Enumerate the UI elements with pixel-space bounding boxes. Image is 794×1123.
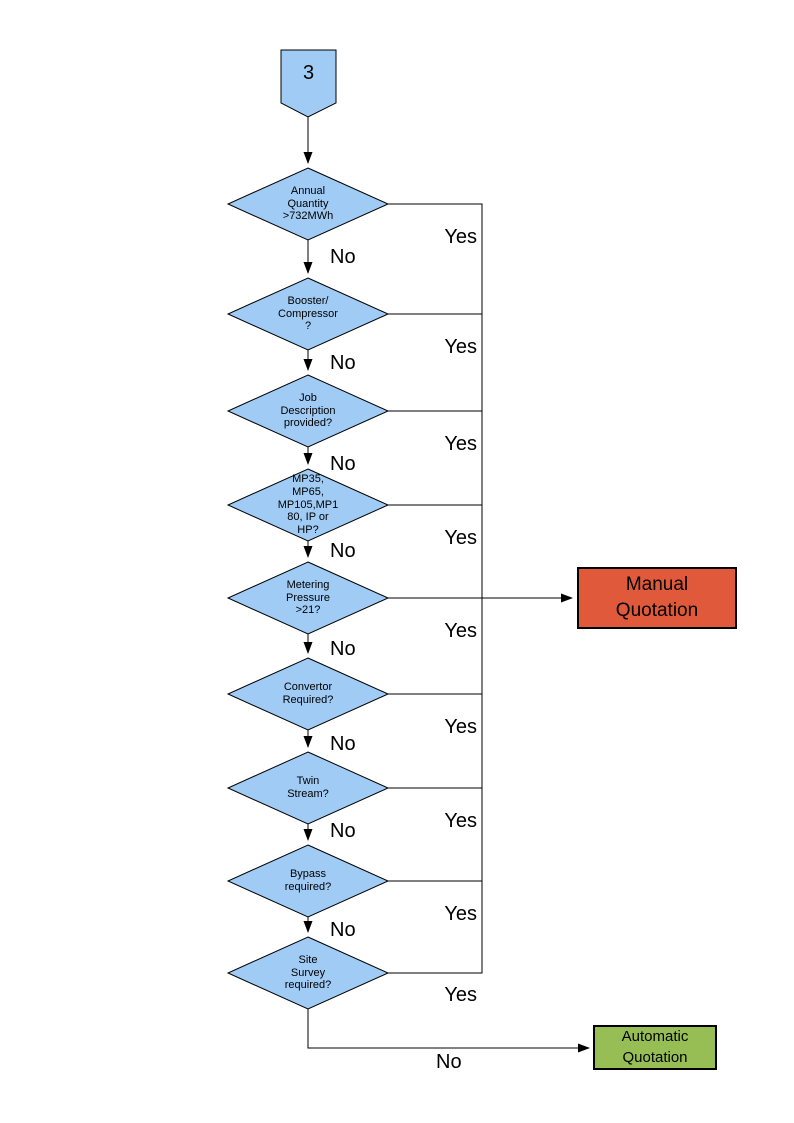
- manual-quotation-box: Manual Quotation: [577, 567, 737, 629]
- decision-label-twin-stream: Twin Stream?: [287, 775, 329, 800]
- no-edge-label-5: No: [330, 638, 356, 660]
- decision-shape-site-survey: [226, 936, 390, 1010]
- decision-shape-convertor: [226, 657, 390, 731]
- offpage-connector-label: 3: [302, 62, 315, 84]
- yes-edge-label-5: Yes: [444, 620, 477, 642]
- yes-edge-label-9: Yes: [444, 984, 477, 1006]
- decision-shape-metering-pressure: [226, 561, 390, 635]
- no-edge-label-7: No: [330, 820, 356, 842]
- decision-label-booster: Booster/ Compressor ?: [278, 294, 338, 333]
- yes-trunk-line: [388, 203, 483, 974]
- no-edge-label-6: No: [330, 733, 356, 755]
- automatic-quotation-arrow: [307, 1009, 590, 1053]
- no-edge-label-3: No: [330, 453, 356, 475]
- decision-label-pressure-tier: MP35, MP65, MP105,MP1 80, IP or HP?: [277, 472, 339, 537]
- decision-shape-bypass: [226, 844, 390, 918]
- yes-edge-label-3: Yes: [444, 433, 477, 455]
- yes-edge-label-7: Yes: [444, 810, 477, 832]
- decision-label-site-survey: Site Survey required?: [284, 953, 332, 992]
- decision-shape-twin-stream: [226, 751, 390, 825]
- decision-label-bypass: Bypass required?: [284, 868, 332, 893]
- yes-edge-label-1: Yes: [444, 226, 477, 248]
- no-edge-label-4: No: [330, 540, 356, 562]
- decision-shape-pressure-tier: [226, 468, 390, 542]
- automatic-quotation-box: Automatic Quotation: [593, 1025, 717, 1070]
- decision-shape-booster: [226, 277, 390, 351]
- offpage-connector-shape: [280, 49, 337, 118]
- no-edge-label-1: No: [330, 246, 356, 268]
- yes-edge-label-4: Yes: [444, 527, 477, 549]
- yes-edge-label-6: Yes: [444, 716, 477, 738]
- no-edge-label-8: No: [330, 919, 356, 941]
- no-edge-label-2: No: [330, 352, 356, 374]
- decision-shape-job-description: [226, 374, 390, 448]
- decision-label-metering-pressure: Metering Pressure >21?: [285, 578, 331, 617]
- yes-edge-label-2: Yes: [444, 336, 477, 358]
- no-edge-label-final: No: [436, 1051, 462, 1073]
- decision-label-convertor: Convertor Required?: [282, 681, 334, 706]
- decision-label-annual-quantity: Annual Quantity >732MWh: [282, 184, 334, 223]
- yes-edge-label-8: Yes: [444, 903, 477, 925]
- decision-shape-annual-quantity: [226, 167, 390, 241]
- decision-label-job-description: Job Description provided?: [280, 391, 336, 430]
